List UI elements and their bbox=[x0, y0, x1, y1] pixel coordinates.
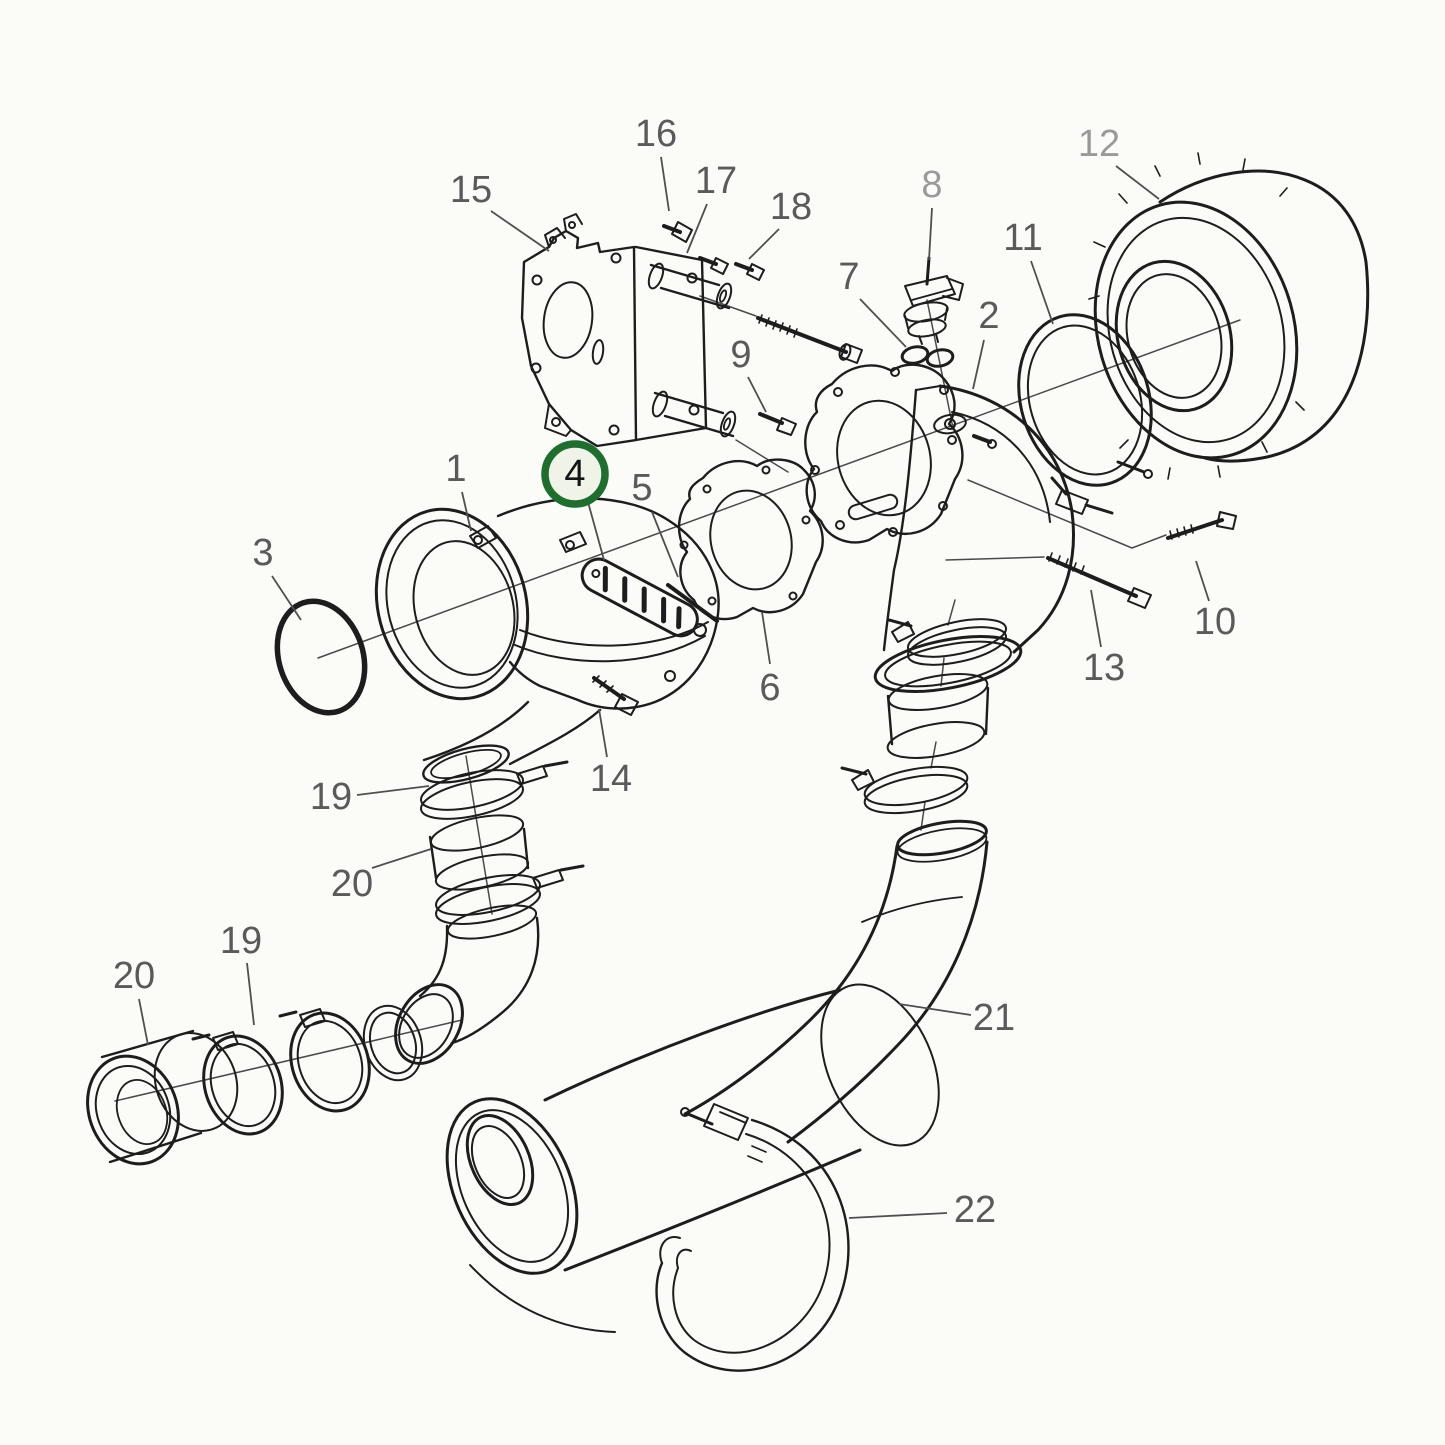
part-15-bracket-drawing bbox=[520, 213, 708, 448]
part-label-9[interactable]: 9 bbox=[730, 334, 751, 376]
part-3-o-ring-drawing bbox=[274, 598, 368, 716]
leader-line-3 bbox=[271, 575, 302, 621]
leader-line-22 bbox=[848, 1212, 948, 1219]
part-19-clamp-lower-drawing bbox=[278, 1008, 371, 1113]
leader-line-14 bbox=[598, 708, 608, 758]
leader-line-18 bbox=[748, 228, 780, 260]
part-18-bolts-drawing bbox=[698, 256, 765, 281]
leader-line-20-2 bbox=[138, 998, 149, 1046]
leader-line-19 bbox=[356, 785, 430, 796]
leader-line-9 bbox=[747, 376, 767, 413]
leader-line-10 bbox=[1195, 560, 1210, 602]
leader-line-6 bbox=[761, 611, 771, 665]
part-7-o-ring-drawing bbox=[900, 345, 955, 368]
part-20-hose-upper-drawing bbox=[428, 814, 530, 891]
leader-line-1 bbox=[461, 491, 472, 532]
part-1-converter-housing-drawing bbox=[374, 497, 720, 784]
part-22-clamp-strap-drawing bbox=[655, 1103, 850, 1372]
part-8-sensor-drawing bbox=[903, 256, 964, 345]
leader-line-8 bbox=[928, 207, 933, 261]
leader-line-7 bbox=[859, 298, 907, 348]
part-6-gasket-drawing bbox=[677, 458, 824, 621]
part-label-13[interactable]: 13 bbox=[1083, 647, 1125, 689]
part-19-clamp-lower2-drawing bbox=[191, 1031, 284, 1136]
part-label-11[interactable]: 11 bbox=[1003, 217, 1042, 259]
leader-line-15 bbox=[490, 210, 550, 252]
leader-line-2 bbox=[972, 339, 985, 390]
leader-line-17 bbox=[686, 203, 708, 254]
leader-line-21 bbox=[898, 1003, 972, 1016]
part-4-grid-plate-drawing bbox=[580, 557, 699, 638]
part-16-bolt-drawing bbox=[662, 221, 693, 243]
exploded-view-line-art bbox=[86, 152, 1370, 1372]
part-2-exhaust-elbow-drawing bbox=[873, 384, 1076, 693]
part-21-exhaust-pipe-drawing bbox=[683, 819, 989, 1144]
long-mounting-bolt-drawing bbox=[756, 314, 863, 364]
part-label-10[interactable]: 10 bbox=[1194, 601, 1236, 643]
leader-line-16 bbox=[660, 156, 670, 212]
part-label-16[interactable]: 16 bbox=[635, 113, 677, 155]
part-label-5[interactable]: 5 bbox=[631, 467, 652, 509]
highlighted-part-ring bbox=[541, 440, 609, 508]
part-label-17[interactable]: 17 bbox=[695, 160, 737, 202]
part-label-1[interactable]: 1 bbox=[445, 448, 466, 490]
leader-line-4 bbox=[587, 501, 605, 561]
leader-line-20 bbox=[371, 848, 432, 869]
part-label-21[interactable]: 21 bbox=[973, 997, 1015, 1039]
leader-line-5 bbox=[651, 511, 679, 578]
part-label-19[interactable]: 19 bbox=[310, 776, 352, 818]
elbow-hose-drawing bbox=[394, 904, 540, 1065]
part-19-clamp-upper-drawing bbox=[420, 760, 569, 820]
part-19-clamp-upper2-drawing bbox=[435, 864, 585, 925]
part-label-15[interactable]: 15 bbox=[450, 169, 492, 211]
part-12-air-filter-drawing bbox=[1088, 152, 1370, 480]
leader-line-13 bbox=[1090, 589, 1102, 648]
part-label-12[interactable]: 12 bbox=[1078, 123, 1120, 165]
part-label-20-2[interactable]: 20 bbox=[113, 955, 155, 997]
part-label-6[interactable]: 6 bbox=[759, 667, 780, 709]
part-label-18[interactable]: 18 bbox=[770, 186, 812, 228]
part-17-spacers-drawing bbox=[647, 262, 737, 438]
part-label-20[interactable]: 20 bbox=[331, 863, 373, 905]
part-label-22[interactable]: 22 bbox=[954, 1189, 996, 1231]
part-label-8[interactable]: 8 bbox=[921, 164, 942, 206]
part-14-bolt-drawing bbox=[592, 675, 639, 716]
part-label-19-2[interactable]: 19 bbox=[220, 920, 262, 962]
part-9-bolt-drawing bbox=[758, 412, 797, 436]
leader-line-12 bbox=[1115, 165, 1160, 200]
mounting-flange-drawing bbox=[804, 363, 964, 544]
part-label-7[interactable]: 7 bbox=[838, 256, 859, 298]
leader-line-11 bbox=[1030, 260, 1054, 325]
part-label-4[interactable]: 4 bbox=[564, 453, 585, 495]
part-13-bolt-drawing bbox=[1046, 552, 1152, 609]
part-label-3[interactable]: 3 bbox=[252, 532, 273, 574]
part-label-2[interactable]: 2 bbox=[978, 295, 999, 337]
part-10-bolt-drawing bbox=[1166, 511, 1237, 540]
part-label-14[interactable]: 14 bbox=[590, 758, 632, 800]
leader-line-19-2 bbox=[246, 962, 255, 1026]
part-11-clamp-ring-drawing bbox=[1017, 313, 1153, 515]
elbow-outlet-clamps-drawing bbox=[840, 618, 1008, 815]
muffler-drawing bbox=[445, 983, 940, 1333]
